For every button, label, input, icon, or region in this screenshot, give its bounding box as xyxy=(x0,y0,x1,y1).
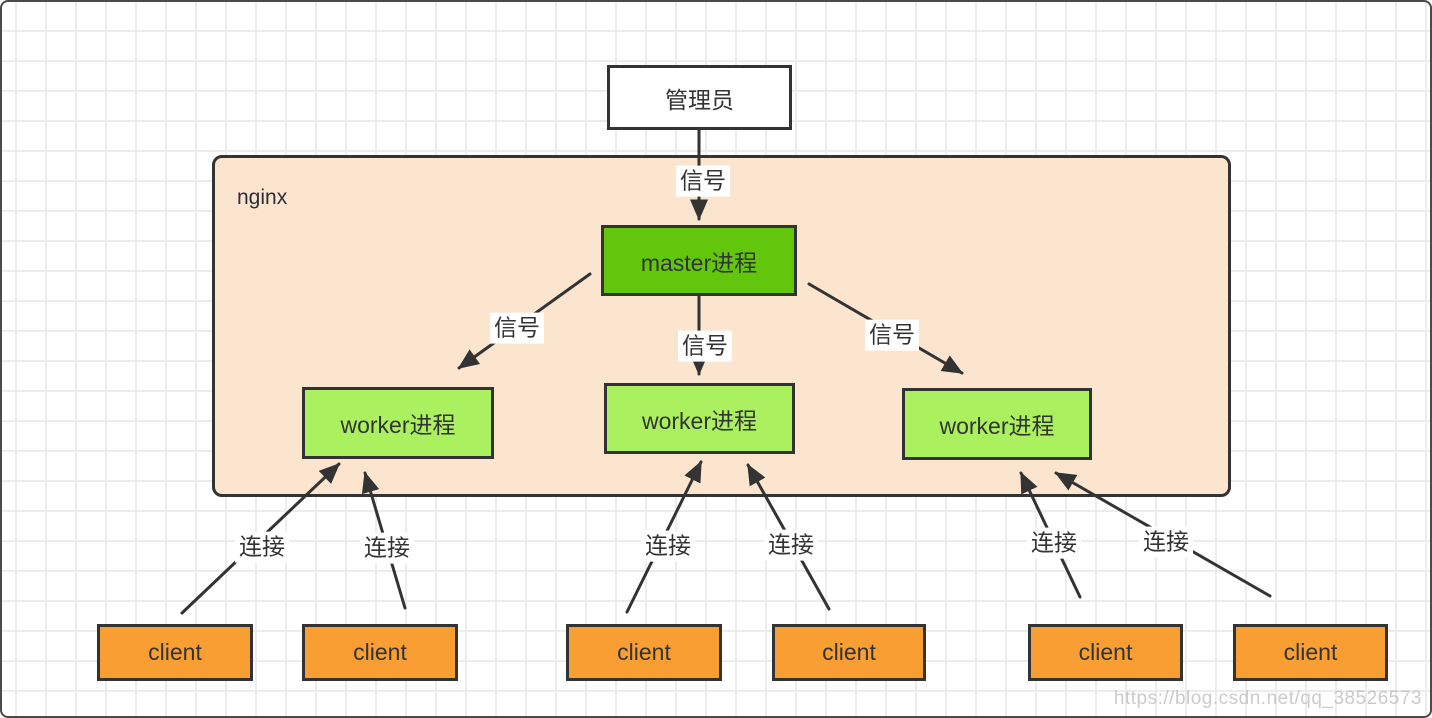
signal-edge-label-1: 信号 xyxy=(676,165,730,197)
signal-edge-label-2: 信号 xyxy=(490,312,544,344)
connection-edge-label-4: 连接 xyxy=(764,529,818,561)
worker-process-node-3: worker进程 xyxy=(902,388,1092,460)
client-node-3: client xyxy=(566,624,722,681)
client-label-6: client xyxy=(1283,639,1338,665)
connection-edge-label-2: 连接 xyxy=(360,532,414,564)
client-node-6: client xyxy=(1233,624,1388,681)
client-label-4: client xyxy=(822,639,876,665)
master-process-node: master进程 xyxy=(601,225,797,296)
client-label-3: client xyxy=(617,639,671,665)
admin-node-label: 管理员 xyxy=(665,86,734,113)
worker-process-label-3: worker进程 xyxy=(939,413,1055,439)
client-node-1: client xyxy=(97,624,253,681)
connection-edge-label-6: 连接 xyxy=(1139,526,1193,558)
client-label-1: client xyxy=(148,639,202,665)
signal-edge-label-3: 信号 xyxy=(678,330,732,362)
master-process-label: master进程 xyxy=(640,249,758,276)
worker-process-label-2: worker进程 xyxy=(641,407,757,434)
connection-edge-label-5: 连接 xyxy=(1027,527,1081,559)
client-node-2: client xyxy=(302,624,458,681)
connection-edge-label-3: 连接 xyxy=(641,530,695,562)
client-label-2: client xyxy=(353,639,407,665)
admin-node: 管理员 xyxy=(607,65,792,130)
client-node-5: client xyxy=(1028,624,1183,681)
worker-process-label-1: worker进程 xyxy=(340,412,456,438)
nginx-container-label: nginx xyxy=(237,186,288,209)
connection-edge-label-1: 连接 xyxy=(235,531,289,563)
signal-edge-label-4: 信号 xyxy=(865,319,919,351)
worker-process-node-2: worker进程 xyxy=(604,383,795,454)
worker-process-node-1: worker进程 xyxy=(302,387,494,459)
client-label-5: client xyxy=(1078,639,1133,665)
watermark-text: https://blog.csdn.net/qq_38526573 xyxy=(1113,688,1422,709)
client-node-4: client xyxy=(772,624,926,681)
